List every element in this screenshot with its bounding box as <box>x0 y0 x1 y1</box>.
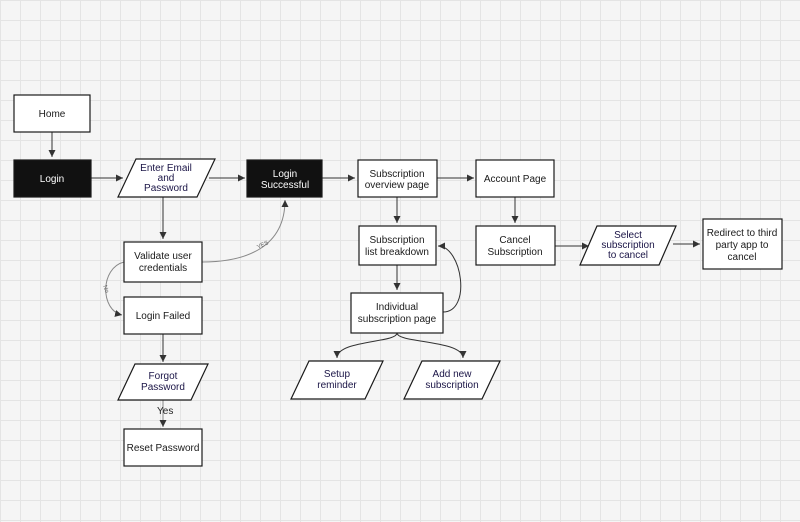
login-label: Login <box>40 174 64 185</box>
edge-label-no-failed: No <box>101 285 109 295</box>
login-node[interactable]: Login <box>13 159 92 198</box>
setup-reminder-node[interactable]: Setup reminder <box>290 360 384 400</box>
login-successful-node[interactable]: Login Successful <box>246 159 323 198</box>
cancel-subscription-node[interactable]: Cancel Subscription <box>475 225 556 266</box>
edge-validate-login-successful <box>201 199 289 263</box>
login-successful-label-2: Successful <box>261 180 309 191</box>
reset-password-node[interactable]: Reset Password <box>123 428 203 467</box>
setup-reminder-label-2: reminder <box>317 380 357 391</box>
add-new-subscription-label-2: subscription <box>425 380 478 391</box>
subscription-overview-label: Subscription <box>369 169 424 180</box>
individual-subscription-node[interactable]: Individual subscription page <box>350 292 444 334</box>
account-page-label: Account Page <box>484 174 547 185</box>
select-subscription-label: Select <box>614 230 642 241</box>
edge-label-yes-success: YES <box>256 240 269 251</box>
subscription-list-node[interactable]: Subscription list breakdown <box>358 225 437 266</box>
select-subscription-node[interactable]: Select subscription to cancel <box>579 225 677 266</box>
login-failed-node[interactable]: Login Failed <box>123 296 203 335</box>
subscription-list-label-2: list breakdown <box>365 247 429 258</box>
validate-node[interactable]: Validate user credentials <box>123 241 203 283</box>
redirect-label-3: cancel <box>728 252 757 263</box>
redirect-node[interactable]: Redirect to third party app to cancel <box>702 218 783 270</box>
forgot-password-node[interactable]: Forgot Password <box>117 363 209 401</box>
add-new-subscription-label: Add new <box>433 369 473 380</box>
edge-label-yes-reset: Yes <box>157 406 173 417</box>
subscription-overview-node[interactable]: Subscription overview page <box>357 159 438 198</box>
setup-reminder-label: Setup <box>324 369 351 380</box>
enter-email-node[interactable]: Enter Email and Password <box>117 158 216 198</box>
edge-individual-setup <box>333 332 398 359</box>
reset-password-label: Reset Password <box>127 443 200 454</box>
cancel-subscription-label-2: Subscription <box>487 247 542 258</box>
enter-email-label-2: and <box>158 173 175 184</box>
login-failed-label: Login Failed <box>136 311 190 322</box>
home-label: Home <box>39 109 66 120</box>
redirect-label-2: party app to <box>716 240 769 251</box>
subscription-list-label: Subscription <box>369 235 424 246</box>
select-subscription-label-3: to cancel <box>608 250 648 261</box>
validate-label-2: credentials <box>139 263 187 274</box>
enter-email-label: Enter Email <box>140 163 192 174</box>
enter-email-label-3: Password <box>144 183 188 194</box>
individual-subscription-label: Individual <box>376 302 418 313</box>
forgot-password-label-2: Password <box>141 382 185 393</box>
edge-validate-login-failed <box>105 261 125 317</box>
redirect-label: Redirect to third <box>707 228 778 239</box>
cancel-subscription-label: Cancel <box>499 235 530 246</box>
edges <box>48 132 700 427</box>
validate-label: Validate user <box>134 251 192 262</box>
forgot-password-label: Forgot <box>149 371 178 382</box>
add-new-subscription-node[interactable]: Add new subscription <box>403 360 501 400</box>
home-node[interactable]: Home <box>13 94 91 133</box>
subscription-overview-label-2: overview page <box>365 180 430 191</box>
edge-individual-list-loop <box>437 242 462 313</box>
login-successful-label: Login <box>273 169 297 180</box>
account-page-node[interactable]: Account Page <box>475 159 555 198</box>
edge-individual-add-new <box>396 332 467 359</box>
select-subscription-label-2: subscription <box>601 240 654 251</box>
individual-subscription-label-2: subscription page <box>358 314 437 325</box>
